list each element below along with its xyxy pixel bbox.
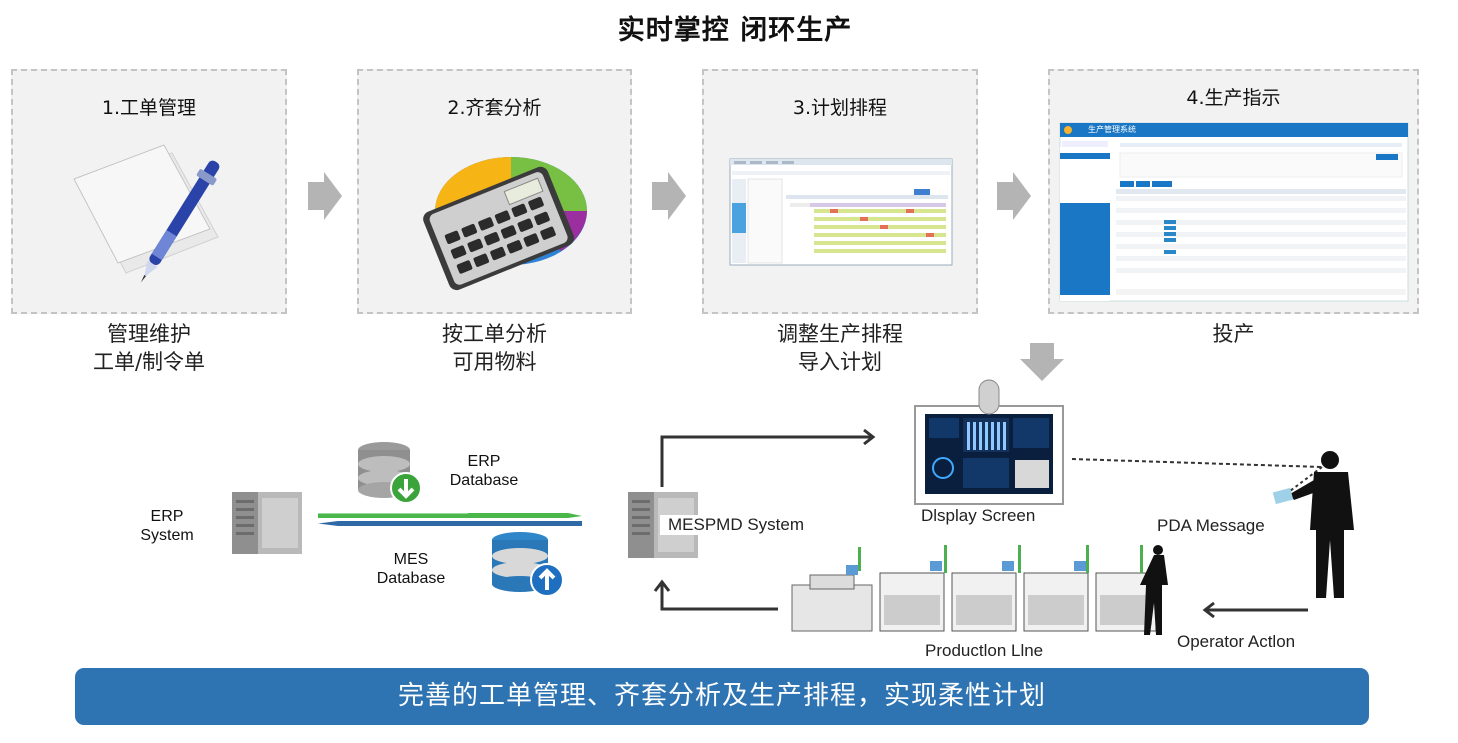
right-chevron-icon: [308, 172, 342, 220]
page-title: 实时掌控 闭环生产: [617, 15, 853, 46]
step-caption-line: 按工单分析: [442, 322, 547, 346]
step-title: 2.齐套分析: [447, 97, 542, 119]
erp-system-label: ERP System: [140, 508, 194, 544]
mes-database-label: MES Database: [376, 551, 446, 587]
erp-database-icon: [358, 442, 422, 504]
step-card-work-order: 1.工单管理: [11, 69, 287, 314]
display-screen-icon: [914, 379, 1064, 505]
flow-arrows: [653, 428, 876, 611]
step-card-production-instruction: 4.生产指示 生产管理系统: [1048, 69, 1419, 314]
step-caption-line: 导入计划: [798, 350, 882, 374]
pda-message-label: PDA Message: [1157, 516, 1265, 535]
erp-database-label: ERP Database: [449, 453, 519, 489]
display-screen-label: Dlsplay Screen: [921, 506, 1036, 525]
schedule-screenshot: [729, 158, 953, 266]
operator-action-arrow: [1202, 601, 1308, 619]
sync-arrows: [318, 513, 582, 526]
production-line-icon: [791, 545, 1168, 635]
right-chevron-icon: [652, 172, 686, 220]
step-title: 3.计划排程: [792, 97, 888, 119]
operator-action-label: Operator Actlon: [1177, 632, 1296, 651]
mes-database-icon: [492, 532, 564, 597]
app-title: 生产管理系统: [1088, 125, 1136, 134]
step-caption-line: 投产: [1212, 322, 1255, 346]
document-pen-icon: [73, 144, 220, 283]
mespmd-system-label: MESPMD System: [660, 515, 805, 535]
summary-banner: 完善的工单管理、齐套分析及生产排程，实现柔性计划: [75, 668, 1369, 725]
step-title: 1.工单管理: [101, 97, 197, 119]
operator-pda-icon: [1272, 451, 1354, 598]
step-card-kit-analysis: 2.齐套分析: [357, 69, 632, 314]
mes-app-screenshot: [1059, 122, 1409, 302]
step-caption-line: 可用物料: [452, 350, 537, 374]
step-title: 4.生产指示: [1186, 87, 1281, 109]
erp-server-icon: [232, 492, 302, 554]
calculator-pie-chart-icon: [423, 157, 587, 291]
step-caption-line: 工单/制令单: [92, 350, 206, 374]
down-chevron-icon: [1020, 343, 1064, 381]
step-caption-line: 调整生产排程: [777, 322, 903, 346]
step-caption-line: 管理维护: [107, 322, 191, 346]
production-line-label: Productlon Llne: [925, 641, 1044, 660]
right-chevron-icon: [997, 172, 1031, 220]
step-card-scheduling: 3.计划排程: [702, 69, 978, 314]
